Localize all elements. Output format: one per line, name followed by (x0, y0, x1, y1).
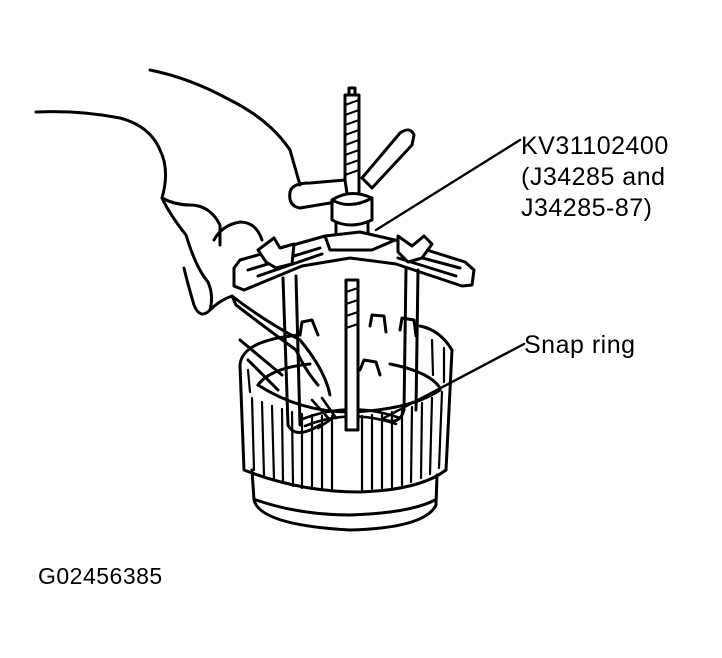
tool-part-number: KV31102400 (521, 132, 669, 160)
tool-alt-number-2: J34285-87) (521, 194, 653, 222)
tool-alt-number-1: (J34285 and (521, 163, 666, 191)
leader-lines (374, 138, 526, 422)
leader-line-snap-ring (378, 342, 526, 422)
puller-tool (232, 86, 476, 434)
hand (34, 68, 332, 397)
figure-id: G02456385 (38, 563, 163, 589)
leader-line-tool (374, 138, 522, 232)
clutch-drum (238, 313, 454, 532)
tool-callout: KV31102400 (J34285 and J34285-87) (521, 131, 669, 224)
snap-ring-label: Snap ring (524, 331, 636, 359)
